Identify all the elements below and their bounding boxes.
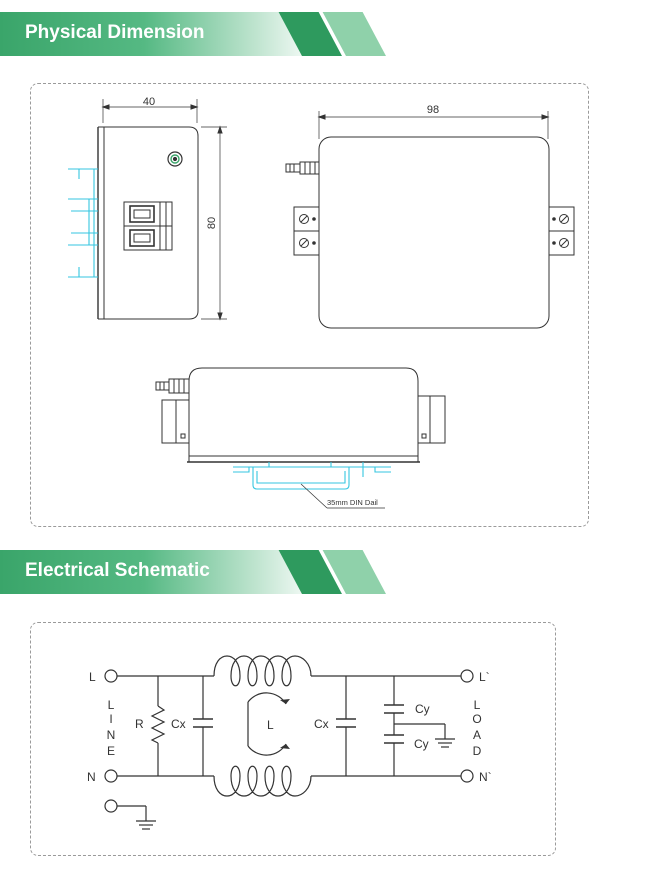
dim-top-width: 98	[427, 104, 439, 116]
side-view	[97, 99, 227, 321]
dim-side-width: 40	[143, 96, 155, 108]
line-side-letter: L	[108, 698, 115, 712]
front-view	[155, 367, 446, 463]
physical-dimension-panel: 40 80	[30, 83, 589, 527]
electrical-schematic-banner: Electrical Schematic	[0, 550, 400, 594]
arrow-head	[280, 699, 290, 704]
terminal-line-in: L	[89, 670, 96, 684]
terminal-line-out: L`	[479, 670, 490, 684]
terminal-neutral-out: N`	[479, 770, 492, 784]
dimension-drawing: 40 80	[68, 96, 575, 509]
load-side-letter: A	[473, 728, 481, 742]
electrical-schematic-panel: L N L` N` L I N E L O A D R Cx Cx Cy Cy …	[30, 622, 556, 856]
cy-bottom-label: Cy	[414, 737, 429, 751]
dim-side-height: 80	[206, 217, 218, 229]
schematic-wires	[104, 655, 474, 830]
top-view	[285, 111, 575, 329]
line-side-letter: N	[107, 728, 116, 742]
din-rail-clip-side	[68, 168, 98, 278]
din-rail-label: 35mm DIN Dail	[327, 498, 378, 507]
line-side-letter: E	[107, 744, 115, 758]
load-side-letter: L	[474, 698, 481, 712]
arrow-head	[280, 744, 290, 749]
din-rail-front	[233, 462, 391, 490]
cx-right-label: Cx	[314, 717, 329, 731]
banner-bar	[0, 550, 320, 594]
schematic-drawing: L N L` N` L I N E L O A D R Cx Cx Cy Cy …	[87, 655, 492, 830]
load-side-letter: O	[472, 712, 481, 726]
section-title: Electrical Schematic	[25, 560, 210, 581]
resistor-label: R	[135, 717, 144, 731]
line-side-letter: I	[109, 712, 112, 726]
cy-top-label: Cy	[415, 702, 430, 716]
load-side-letter: D	[473, 744, 482, 758]
physical-dimension-banner: Physical Dimension	[0, 12, 400, 56]
inductor-label: L	[267, 718, 274, 732]
terminal-neutral-in: N	[87, 770, 96, 784]
cx-left-label: Cx	[171, 717, 186, 731]
banner-bar	[0, 12, 320, 56]
section-title: Physical Dimension	[25, 22, 205, 43]
